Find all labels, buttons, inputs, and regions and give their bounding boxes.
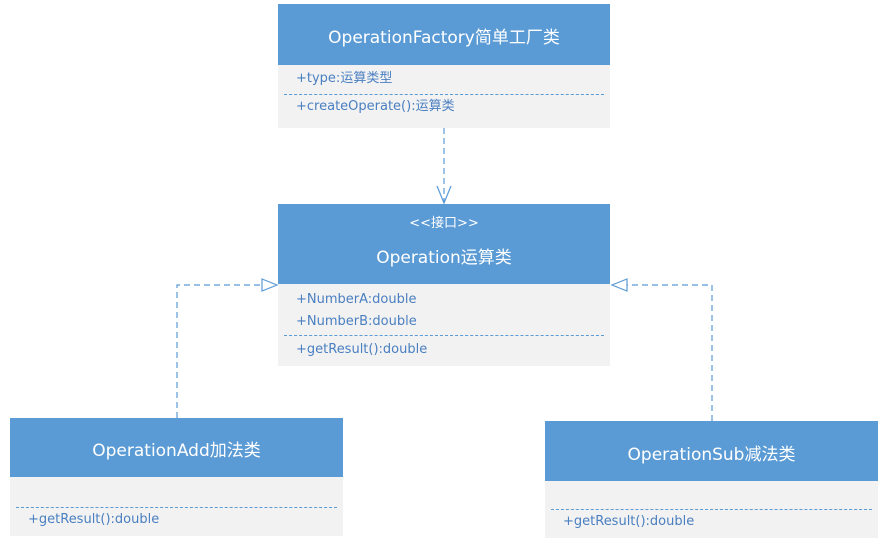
- attribute: +NumberB:double: [296, 314, 417, 329]
- class-operation-add[interactable]: OperationAdd加法类 +getResult():double: [10, 418, 343, 536]
- attribute: +NumberA:double: [296, 292, 417, 307]
- class-header: OperationAdd加法类: [10, 418, 343, 477]
- class-operation-sub[interactable]: OperationSub减法类 +getResult():double: [545, 421, 878, 538]
- method: +createOperate():运算类: [296, 99, 455, 114]
- class-attributes: [545, 481, 878, 509]
- dependency-arrow: [436, 128, 452, 205]
- class-title: OperationFactory简单工厂类: [328, 28, 560, 48]
- class-operation-factory[interactable]: OperationFactory简单工厂类 +type:运算类型 +create…: [278, 4, 610, 128]
- method: +getResult():double: [28, 512, 160, 527]
- method: +getResult():double: [563, 514, 695, 529]
- class-methods: +getResult():double: [10, 508, 343, 531]
- class-attributes: +type:运算类型: [278, 65, 610, 94]
- class-title: OperationAdd加法类: [92, 441, 261, 461]
- member-divider: [16, 507, 337, 508]
- class-attributes: [10, 477, 343, 507]
- attribute: +type:运算类型: [296, 71, 393, 86]
- class-methods: +getResult():double: [545, 510, 878, 533]
- method: +getResult():double: [296, 342, 428, 357]
- class-title: Operation运算类: [376, 248, 512, 268]
- class-header: OperationFactory简单工厂类: [278, 4, 610, 65]
- class-attributes: +NumberA:double +NumberB:double: [278, 284, 610, 335]
- stereotype-label: <<接口>>: [409, 216, 479, 231]
- class-header: OperationSub减法类: [545, 421, 878, 481]
- realization-arrow-sub: [610, 278, 713, 421]
- interface-operation[interactable]: <<接口>> Operation运算类 +NumberA:double +Num…: [278, 204, 610, 366]
- member-divider: [284, 94, 604, 95]
- member-divider: [284, 335, 604, 336]
- class-title: OperationSub减法类: [627, 445, 796, 465]
- class-methods: +createOperate():运算类: [278, 95, 610, 118]
- member-divider: [551, 509, 872, 510]
- class-methods: +getResult():double: [278, 336, 610, 361]
- class-header: <<接口>> Operation运算类: [278, 204, 610, 284]
- realization-arrow-add: [176, 278, 279, 418]
